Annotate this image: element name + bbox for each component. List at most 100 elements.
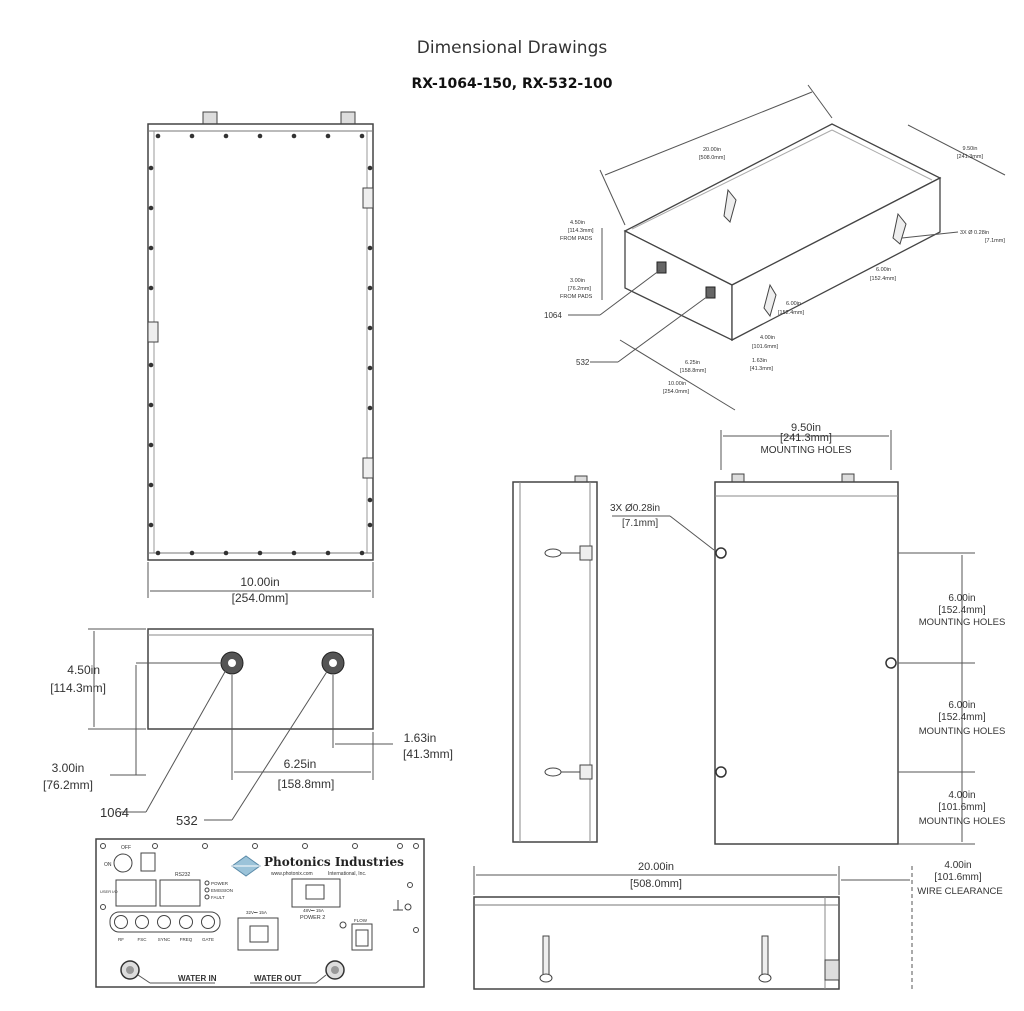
bnc-label-sync: SYNC xyxy=(158,937,171,942)
mount-hole-leader xyxy=(669,515,715,551)
iso-label-532: 532 xyxy=(576,358,590,367)
front-port-low-mm: [76.2mm] xyxy=(43,778,93,792)
mount-m2-note: MOUNTING HOLES xyxy=(919,726,1006,737)
power2-label: POWER 2 xyxy=(300,915,325,921)
mount-m3-mm: [101.6mm] xyxy=(938,802,985,813)
front-edge-in: 1.63in xyxy=(404,731,437,745)
iso-pe-in: 1.63in xyxy=(752,358,767,364)
led-fault xyxy=(204,894,210,900)
front-view: 4.50in [114.3mm] 3.00in [76.2mm] 6.25in … xyxy=(43,628,453,828)
mount-m2-mm: [152.4mm] xyxy=(938,712,985,723)
water-out-label: WATER OUT xyxy=(254,974,302,983)
model-subtitle: RX-1064-150, RX-532-100 xyxy=(411,76,613,92)
long-side-view: 20.00in [508.0mm] 4.00in [101.6mm] WIRE … xyxy=(473,860,1003,990)
iso-ps-in: 6.25in xyxy=(685,360,700,366)
brand-name: Photonics Industries xyxy=(264,855,404,869)
iso-dim-len-line xyxy=(604,91,813,176)
flow-meter-window xyxy=(355,929,369,947)
front-spacing-mm: [158.8mm] xyxy=(278,777,335,791)
page-title: Dimensional Drawings xyxy=(416,38,608,58)
iso-top-inner-edge xyxy=(631,129,833,230)
iso-from-pads-2: FROM PADS xyxy=(560,294,593,300)
side-pad-bottom-head xyxy=(544,767,562,777)
mount-m3-note: MOUNTING HOLES xyxy=(919,816,1006,827)
mount-span-note: MOUNTING HOLES xyxy=(760,445,851,456)
wire-clearance-mm: [101.6mm] xyxy=(934,872,981,883)
iso-m1-in: 6.00in xyxy=(876,267,891,273)
iso-hole-mm: [7.1mm] xyxy=(985,238,1005,244)
water-in-leader xyxy=(137,974,151,984)
front-edge-mm: [41.3mm] xyxy=(403,747,453,761)
leader-532-front xyxy=(231,669,329,821)
rs232-connector xyxy=(159,879,201,907)
rear-panel-screws xyxy=(100,843,419,933)
iso-dim-len-ext2 xyxy=(807,84,833,119)
wire-clearance-note: WIRE CLEARANCE xyxy=(917,886,1003,897)
iso-hpads-mm: [114.3mm] xyxy=(568,228,594,234)
iso-length-mm: [508.0mm] xyxy=(699,155,725,161)
status-fault-label: FAULT xyxy=(211,895,225,900)
front-port-532-center xyxy=(329,659,337,667)
front-height-in: 4.50in xyxy=(67,663,100,677)
iso-port-532 xyxy=(705,286,716,299)
front-port-low-in: 3.00in xyxy=(52,761,85,775)
front-label-1064: 1064 xyxy=(100,805,129,820)
top-view: 10.00in [254.0mm] xyxy=(147,111,374,605)
iso-depth-mm: [241.3mm] xyxy=(957,154,983,160)
power1-connector-frame xyxy=(237,917,279,951)
iso-port-1064 xyxy=(656,261,667,274)
mount-hole-3 xyxy=(715,766,727,778)
iso-m2-mm: [152.4mm] xyxy=(778,310,804,316)
iso-m2-in: 6.00in xyxy=(786,301,801,307)
iso-dim-width-line xyxy=(619,339,736,411)
top-latch-3 xyxy=(362,457,374,479)
key-switch xyxy=(140,852,156,872)
iso-w-in: 10.00in xyxy=(668,381,686,387)
bnc-strip xyxy=(109,911,221,933)
iso-length-in: 20.00in xyxy=(703,147,721,153)
brand-company: International, Inc. xyxy=(328,871,366,877)
iso-depth-in: 9.50in xyxy=(963,146,978,152)
bnc-label-freq: FREQ xyxy=(180,937,193,942)
iso-m3-in: 4.00in xyxy=(760,335,775,341)
front-port-1064-center xyxy=(228,659,236,667)
bottom-view-body xyxy=(714,481,899,845)
top-width-mm: [254.0mm] xyxy=(232,591,289,605)
water-in-label: WATER IN xyxy=(178,974,217,983)
rear-panel: ON OFF RS232 USER I/O POWER EMISSION FAU… xyxy=(95,838,425,988)
led-emission xyxy=(204,887,210,893)
long-pad-left xyxy=(542,935,550,977)
power2-connector-frame xyxy=(291,878,341,908)
wire-clearance-in: 4.00in xyxy=(944,860,971,871)
iso-latch-front xyxy=(763,283,777,318)
user-io-connector xyxy=(115,879,157,907)
bottom-view: 9.50in [241.3mm] MOUNTING HOLES 3X Ø0.28… xyxy=(610,422,1006,845)
iso-latch-top xyxy=(723,188,737,223)
side-view xyxy=(512,475,598,843)
iso-latch-right xyxy=(892,212,907,245)
water-out-fitting-center xyxy=(331,966,339,974)
mount-m1-mm: [152.4mm] xyxy=(938,605,985,616)
water-out-leader xyxy=(315,974,327,984)
water-in-fitting-center xyxy=(126,966,134,974)
bnc-label-rf: RF xyxy=(118,937,124,942)
side-pad-top-head xyxy=(544,548,562,558)
mount-span-mm: [241.3mm] xyxy=(780,432,832,444)
front-spacing-in: 6.25in xyxy=(284,757,317,771)
iso-right-face xyxy=(731,176,941,342)
front-height-mm: [114.3mm] xyxy=(50,681,106,695)
top-view-body xyxy=(147,123,374,561)
long-view-body xyxy=(473,896,840,990)
iso-label-1064: 1064 xyxy=(544,311,562,320)
iso-port-h-in: 3.00in xyxy=(570,278,585,284)
power-switch xyxy=(113,853,133,873)
iso-leader-532 xyxy=(617,295,709,363)
rs232-label: RS232 xyxy=(175,872,191,878)
mount-m1-in: 6.00in xyxy=(948,593,975,604)
long-length-mm: [508.0mm] xyxy=(630,878,682,890)
user-io-label: USER I/O xyxy=(100,889,118,894)
power1-rating: 32V⎓ 15A xyxy=(246,910,267,915)
mount-m2-in: 6.00in xyxy=(948,700,975,711)
iso-from-pads-1: FROM PADS xyxy=(560,236,593,242)
